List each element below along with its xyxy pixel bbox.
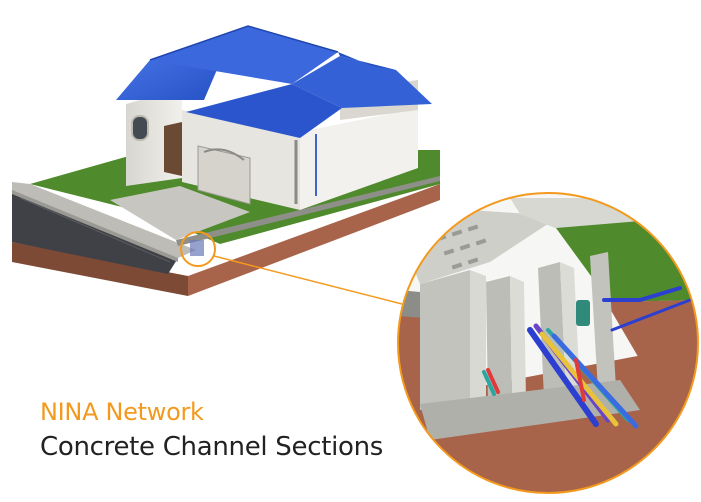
lens-ring — [397, 192, 699, 494]
driveway-surface — [110, 186, 250, 240]
magnified-section — [397, 192, 699, 494]
roof-ridge — [149, 25, 339, 61]
teal-connector — [576, 300, 590, 326]
callout-leader-line — [213, 255, 403, 305]
caption-subtitle: Concrete Channel Sections — [40, 432, 384, 462]
block-soil-front — [12, 242, 188, 296]
caption-title: NINA Network — [40, 398, 204, 426]
roof-right-wing — [292, 56, 432, 108]
entry-recess — [164, 122, 182, 176]
channel-right-wall — [590, 252, 616, 390]
channel-cover-strip — [176, 176, 440, 246]
garage-window-arch — [203, 148, 245, 161]
channel-left-wall — [420, 270, 470, 410]
road-edge-line — [19, 197, 171, 263]
house-wall-right — [300, 108, 418, 210]
roof-main — [150, 26, 338, 84]
roof-front-gable — [186, 84, 342, 138]
arched-window — [131, 115, 149, 141]
callout-source-detail — [190, 240, 204, 256]
section-grass-soil — [606, 300, 698, 360]
channel-divider-1-face — [510, 276, 526, 402]
curb-strip — [12, 190, 178, 262]
section-cables — [482, 286, 692, 429]
house-site-block — [12, 25, 440, 296]
block-soil-right — [188, 184, 440, 296]
channel-left-wall-face — [470, 270, 486, 402]
garage-door — [197, 145, 251, 205]
callout-source-circle — [180, 231, 216, 267]
channel-divider-2 — [538, 262, 566, 398]
channel-divider-1 — [486, 276, 512, 404]
sidewalk-surface — [12, 182, 196, 258]
